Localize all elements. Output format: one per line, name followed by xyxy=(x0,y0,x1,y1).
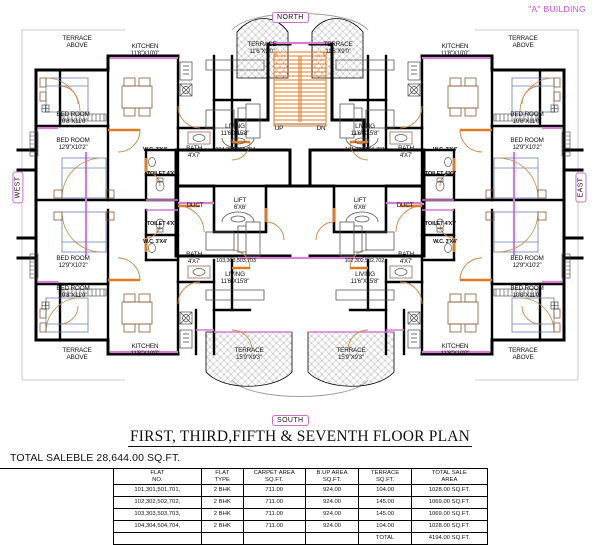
cell-carpet: 711.00 xyxy=(242,520,306,534)
table-left-rule xyxy=(0,468,113,469)
th-terrace: TERRACE SQ.FT. xyxy=(358,467,412,486)
cell-flat-no: 102,302,502,702, xyxy=(113,496,202,510)
th-flat-type: FLAT TYPE xyxy=(200,467,244,486)
cell-total: 1069.00 SQ.FT. xyxy=(410,496,489,510)
cell-flat-type: 2 BHK xyxy=(200,520,244,534)
cell-bup: 924.00 xyxy=(304,496,360,510)
table-row: 104,304,504,704, 2 BHK 711.00 924.00 104… xyxy=(113,520,489,534)
direction-south: SOUTH xyxy=(272,415,309,426)
table-header-row: FLAT NO. FLAT TYPE CARPET AREA SQ.FT. B.… xyxy=(113,467,489,486)
cell-terrace: 145.00 xyxy=(358,508,412,522)
cell-bup: 924.00 xyxy=(304,484,360,498)
direction-north: NORTH xyxy=(272,12,309,23)
area-table: FLAT NO. FLAT TYPE CARPET AREA SQ.FT. B.… xyxy=(113,467,489,545)
cell-flat-no: 104,304,504,704, xyxy=(113,520,202,534)
th-bup-area: B.UP AREA SQ.FT. xyxy=(304,467,360,486)
cell-terrace: 104.00 xyxy=(358,520,412,534)
cell-terrace: 104.00 xyxy=(358,484,412,498)
area-table-wrap: FLAT NO. FLAT TYPE CARPET AREA SQ.FT. B.… xyxy=(113,467,489,545)
table-row: 103,303,503,703, 2 BHK 711.00 924.00 145… xyxy=(113,508,489,522)
cell-total: 1028.00 SQ.FT. xyxy=(410,484,489,498)
floor-plan-drawing xyxy=(16,13,584,397)
table-row: 102,302,502,702, 2 BHK 711.00 924.00 145… xyxy=(113,496,489,510)
direction-east: EAST xyxy=(575,172,587,203)
cell-flat-no: 101,301,501,701, xyxy=(113,484,202,498)
cell-total: 1069.00 SQ.FT. xyxy=(410,508,489,522)
cell-flat-type: 2 BHK xyxy=(200,496,244,510)
cell-carpet: 711.00 xyxy=(242,496,306,510)
th-flat-no: FLAT NO. xyxy=(113,467,202,486)
cell-carpet: 711.00 xyxy=(242,484,306,498)
cell-bup: 924.00 xyxy=(304,508,360,522)
th-carpet-area: CARPET AREA SQ.FT. xyxy=(242,467,306,486)
cell-flat-type: 2 BHK xyxy=(200,508,244,522)
cell-carpet: 711.00 xyxy=(242,508,306,522)
cell-bup: 924.00 xyxy=(304,520,360,534)
cell-terrace: 145.00 xyxy=(358,496,412,510)
cell-flat-type: 2 BHK xyxy=(200,484,244,498)
page-title: FIRST, THIRD,FIFTH & SEVENTH FLOOR PLAN xyxy=(127,428,473,447)
total-saleble-text: TOTAL SALEBLE 28,644.00 SQ.FT. xyxy=(10,452,181,464)
cell-flat-no: 103,303,503,703, xyxy=(113,508,202,522)
direction-west: WEST xyxy=(12,171,24,204)
table-row: 101,301,501,701, 2 BHK 711.00 924.00 104… xyxy=(113,484,489,498)
th-total-sale-area: TOTAL SALE AREA xyxy=(410,467,489,486)
cell-total: 1028.00 SQ.FT. xyxy=(410,520,489,534)
building-label: "A" BUILDING xyxy=(528,4,586,14)
